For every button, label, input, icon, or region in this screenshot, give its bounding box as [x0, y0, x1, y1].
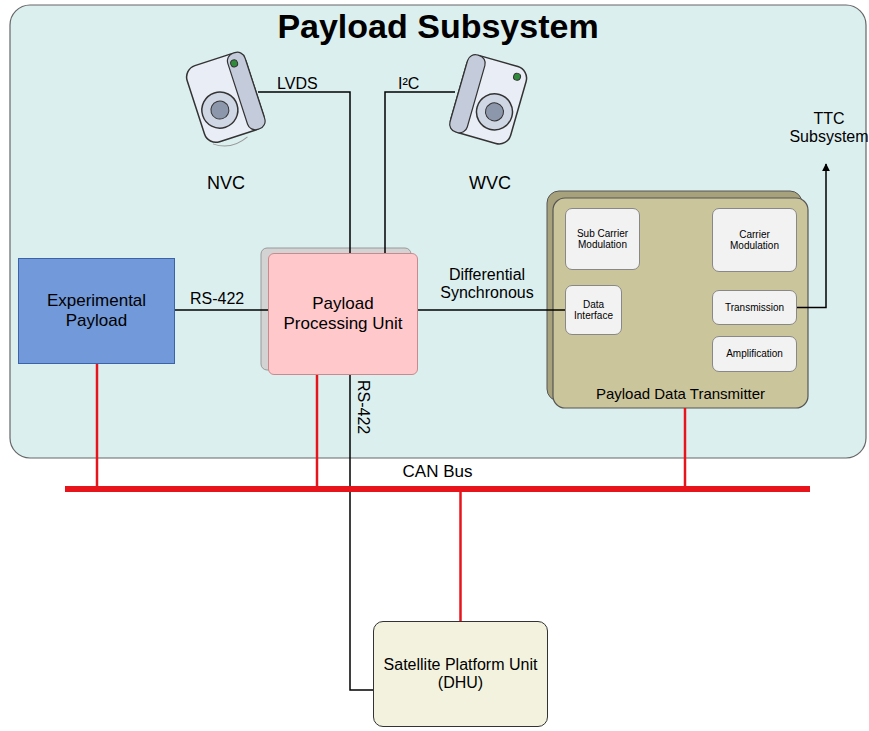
function-box: Transmission: [712, 290, 797, 325]
node-text: TTC Subsystem: [784, 110, 869, 147]
function-box: Data Interface: [565, 285, 622, 335]
signal-line: [797, 164, 826, 308]
node-text: Data Interface: [570, 299, 617, 322]
platform-box: Satellite Platform Unit (DHU): [373, 621, 548, 727]
bus-drop: [316, 375, 319, 489]
signal-line: [258, 92, 350, 253]
signal-line: [350, 375, 373, 690]
bus-drop: [459, 489, 462, 621]
bus-drop: [96, 364, 99, 489]
node-text: WVC: [469, 173, 511, 194]
transmitter-box: Payload Data Transmitter Sub Carrier Modu…: [553, 198, 808, 408]
node-text: Satellite Platform Unit (DHU): [378, 656, 543, 693]
camera-lens: [472, 90, 517, 135]
signal-label: RS-422: [190, 290, 244, 308]
external-subsystem: TTC Subsystem: [784, 108, 869, 164]
camera-lens: [197, 87, 242, 132]
camera-label: NVC: [185, 52, 267, 200]
can-bus: CAN Bus: [65, 462, 810, 494]
signal-label: LVDS: [277, 75, 318, 93]
signal-label: I²C: [398, 75, 419, 93]
function-box: Carrier Modulation: [712, 208, 797, 272]
node-text: Amplification: [726, 348, 783, 360]
payload-box: Experimental Payload: [18, 258, 175, 364]
camera-led: [513, 72, 522, 81]
signal-line: [418, 309, 565, 311]
can-bus-line: [65, 486, 810, 492]
camera-body: [183, 50, 267, 145]
node-text: Sub Carrier Modulation: [570, 228, 635, 251]
signal-label: RS-422: [354, 380, 372, 434]
processing-box: Payload Processing Unit: [268, 253, 418, 375]
signal-line: [385, 92, 455, 253]
node-text: Payload Processing Unit: [273, 294, 413, 333]
camera-icon: [448, 53, 530, 147]
function-box: Amplification: [712, 336, 797, 372]
transmitter-outline: [553, 198, 808, 408]
camera-lens-inner: [483, 101, 505, 123]
subsystem-panel: Payload SubsystemNVC WVC TTC SubsystemExpe…: [10, 5, 866, 458]
camera-lens-inner: [209, 99, 232, 122]
camera-label: WVC: [448, 52, 532, 200]
camera-icon: [183, 50, 269, 152]
node-text: Payload Subsystem: [277, 7, 598, 46]
node-text: CAN Bus: [403, 462, 473, 482]
bus-drop: [684, 408, 687, 489]
camera-led: [230, 59, 239, 68]
signal-label: Differential Synchronous: [424, 266, 550, 303]
node-text: NVC: [207, 173, 245, 194]
background-shapes: [10, 5, 866, 458]
camera-body: [448, 53, 530, 147]
signal-line: [175, 309, 268, 311]
node-text: Experimental Payload: [23, 291, 170, 330]
panel-outline: [10, 5, 866, 458]
function-box: Sub Carrier Modulation: [565, 208, 640, 270]
node-text: Transmission: [725, 302, 784, 314]
node-text: Carrier Modulation: [717, 229, 792, 252]
camera-shadow: [213, 133, 249, 151]
node-text: Payload Data Transmitter: [596, 385, 765, 402]
